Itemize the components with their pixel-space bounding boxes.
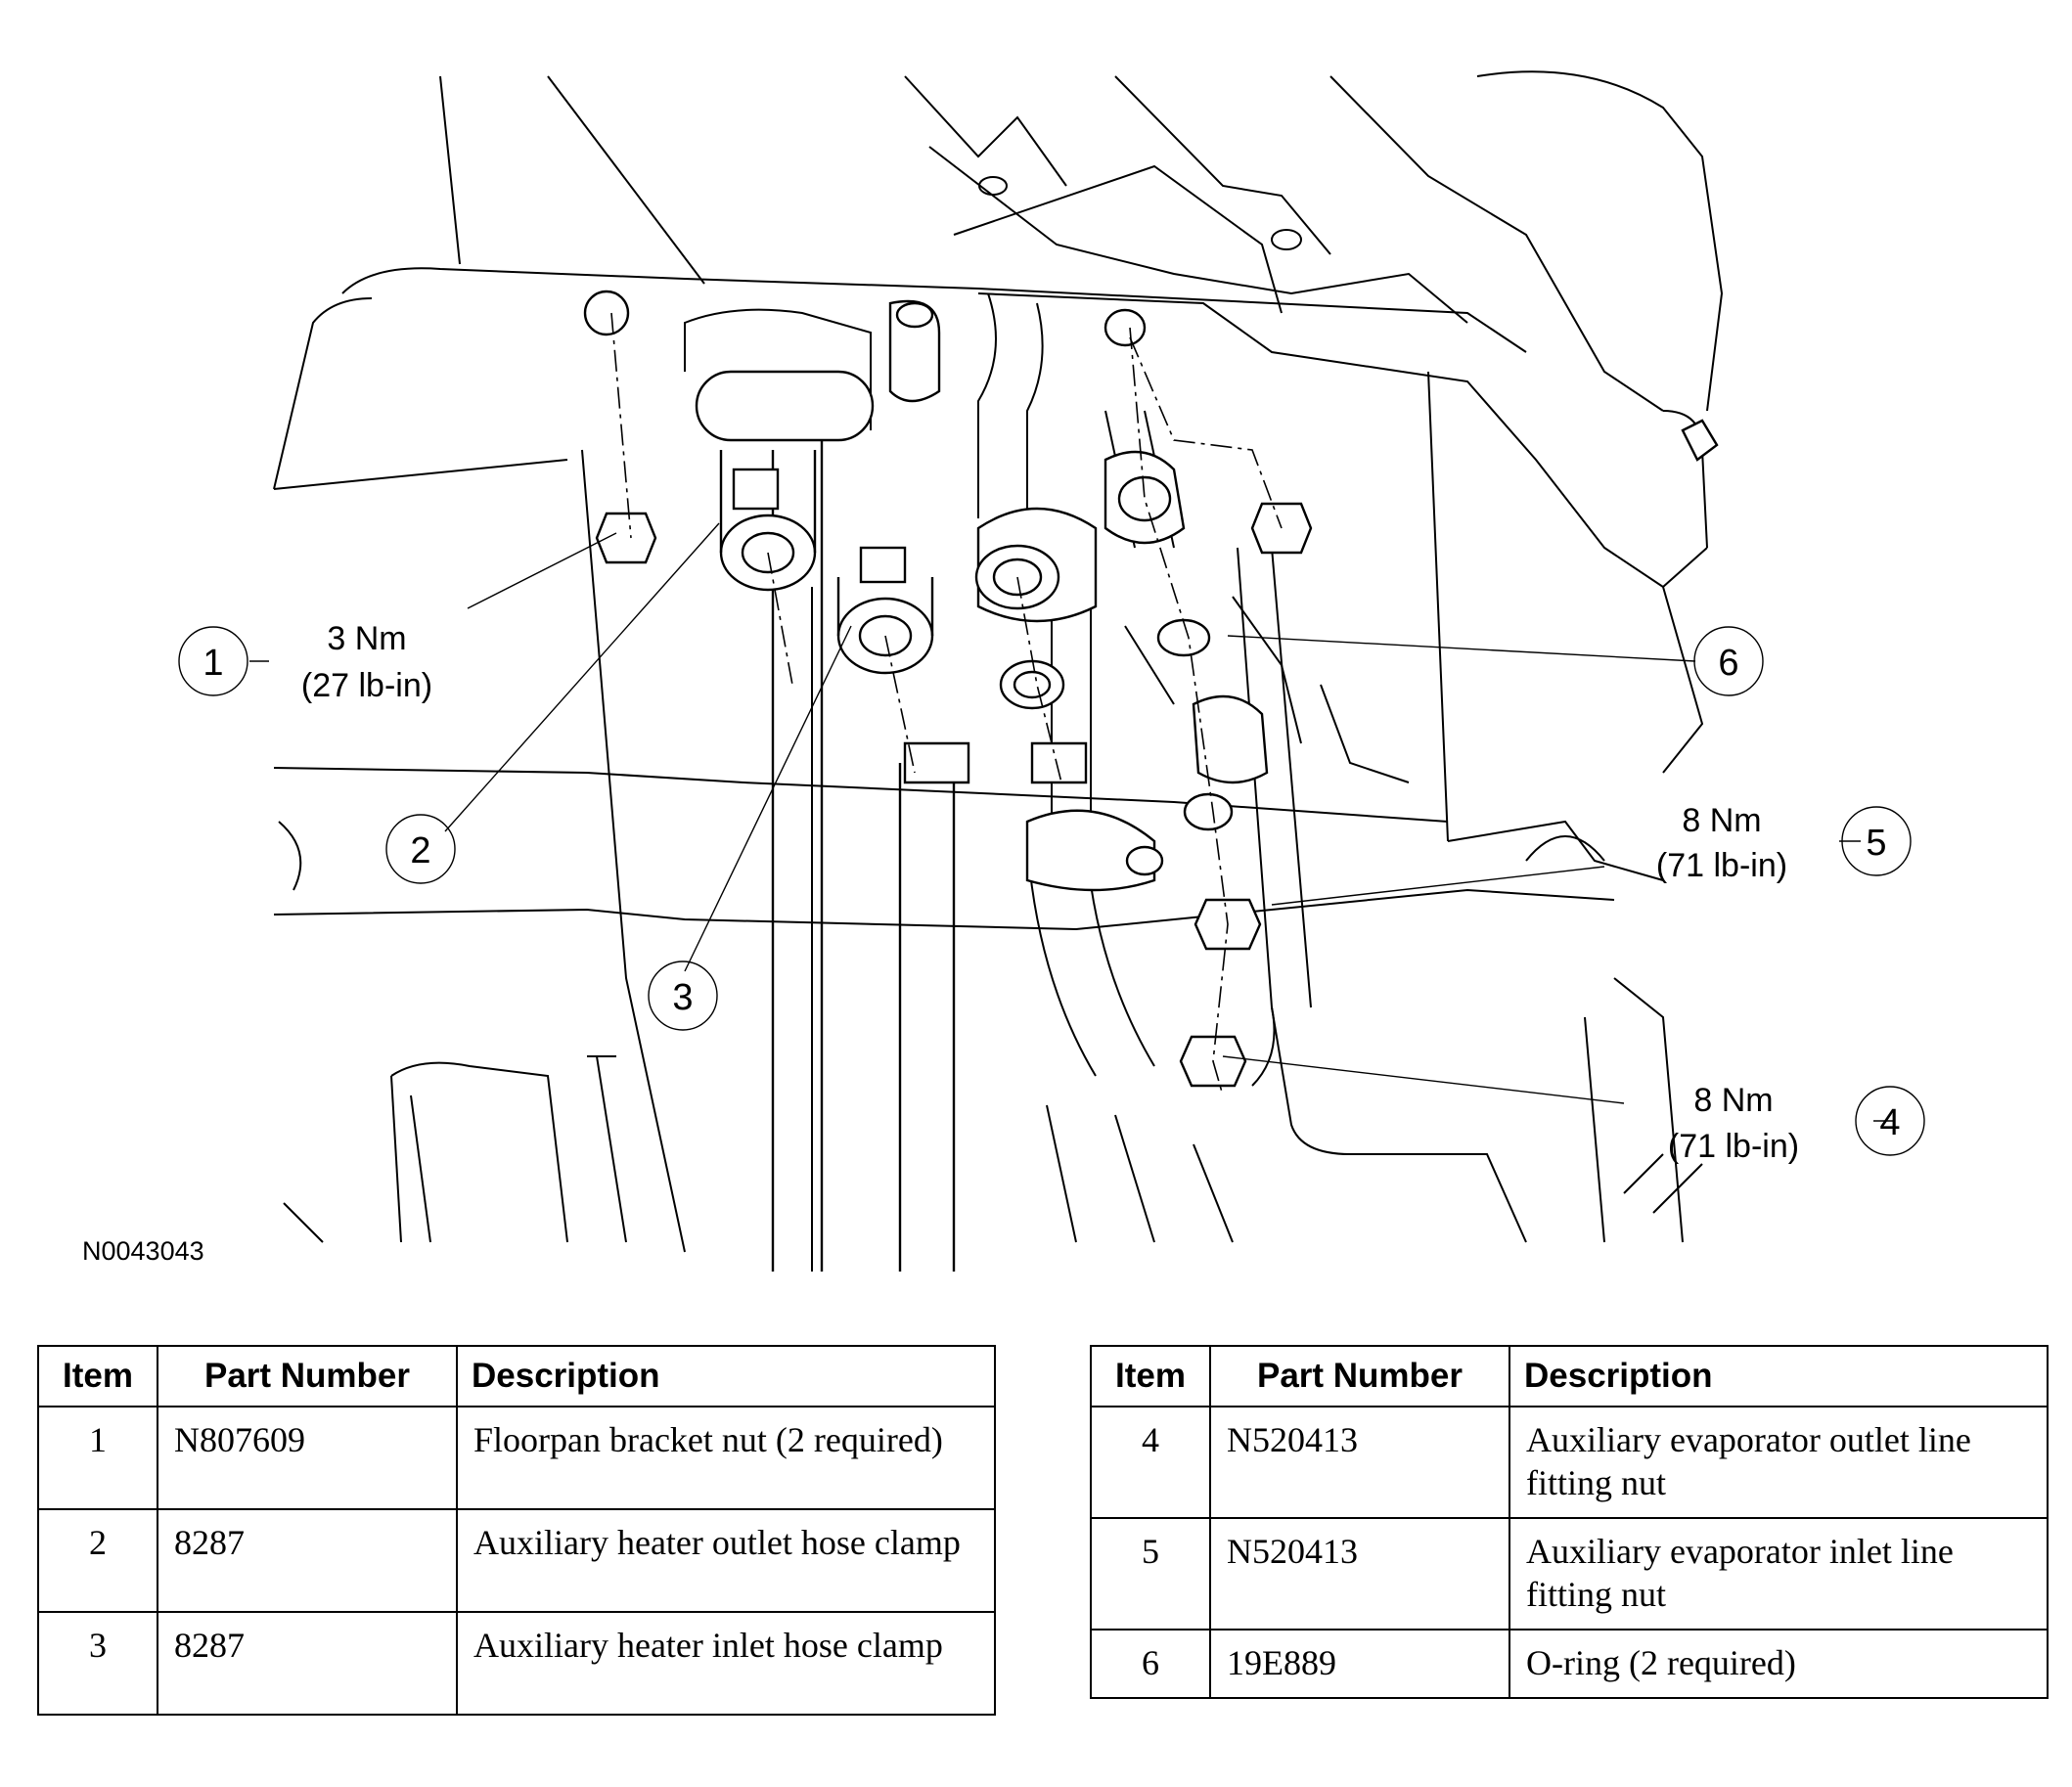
svg-text:8 Nm: 8 Nm: [1682, 802, 1761, 839]
table-row: 4 N520413 Auxiliary evaporator outlet li…: [1090, 1406, 2049, 1519]
torque-label-4: 8 Nm (71 lb-in): [1668, 1082, 1799, 1165]
header-item: Item: [37, 1345, 158, 1407]
cell-description: Auxiliary evaporator inlet line fitting …: [1509, 1516, 2049, 1631]
header-item: Item: [1090, 1345, 1211, 1407]
svg-text:5: 5: [1866, 823, 1886, 864]
svg-text:3 Nm: 3 Nm: [327, 620, 406, 657]
cell-description: Auxiliary heater outlet hose clamp: [456, 1508, 996, 1613]
table-header-row: Item Part Number Description: [1090, 1345, 2049, 1407]
assembly-centerlines: [610, 312, 1283, 1096]
leader-lines: [249, 522, 1895, 1122]
cell-part-number: N520413: [1209, 1516, 1510, 1631]
svg-text:8 Nm: 8 Nm: [1693, 1082, 1773, 1119]
callout-4: 4: [1855, 1086, 1925, 1156]
table-row: 5 N520413 Auxiliary evaporator inlet lin…: [1090, 1516, 2049, 1631]
cell-item: 3: [37, 1611, 158, 1716]
svg-text:2: 2: [410, 830, 430, 871]
svg-text:3: 3: [672, 977, 693, 1018]
svg-text:(27 lb-in): (27 lb-in): [301, 667, 432, 704]
svg-text:6: 6: [1718, 643, 1738, 684]
figure-id: N0043043: [82, 1236, 204, 1266]
table-row: 2 8287 Auxiliary heater outlet hose clam…: [37, 1508, 996, 1613]
cell-part-number: N520413: [1209, 1406, 1510, 1519]
cell-part-number: 19E889: [1209, 1628, 1510, 1699]
cell-description: Auxiliary evaporator outlet line fitting…: [1509, 1406, 2049, 1519]
parts-table-right: Item Part Number Description 4 N520413 A…: [1090, 1345, 2049, 1699]
header-description: Description: [456, 1345, 996, 1407]
cell-item: 5: [1090, 1516, 1211, 1631]
svg-text:(71 lb-in): (71 lb-in): [1656, 847, 1787, 884]
exploded-diagram: 1 3 Nm (27 lb-in) 2 3 6 5 8 Nm (71 lb-in…: [82, 70, 1925, 1272]
cell-part-number: 8287: [157, 1508, 458, 1613]
cell-part-number: N807609: [157, 1406, 458, 1510]
cell-description: Floorpan bracket nut (2 required): [456, 1406, 996, 1510]
parts-table-left: Item Part Number Description 1 N807609 F…: [37, 1345, 996, 1716]
callout-5: 5: [1841, 806, 1912, 876]
svg-text:1: 1: [203, 643, 223, 684]
components: [583, 290, 1719, 1088]
svg-text:4: 4: [1879, 1102, 1900, 1143]
table-row: 6 19E889 O-ring (2 required): [1090, 1628, 2049, 1699]
header-part-number: Part Number: [1209, 1345, 1510, 1407]
callout-6: 6: [1693, 626, 1764, 696]
cell-item: 1: [37, 1406, 158, 1510]
header-part-number: Part Number: [157, 1345, 458, 1407]
table-header-row: Item Part Number Description: [37, 1345, 996, 1407]
svg-text:(71 lb-in): (71 lb-in): [1668, 1128, 1799, 1165]
cell-item: 4: [1090, 1406, 1211, 1519]
callout-1: 1: [178, 626, 248, 696]
callout-3: 3: [648, 961, 718, 1031]
header-description: Description: [1509, 1345, 2049, 1407]
table-row: 3 8287 Auxiliary heater inlet hose clamp: [37, 1611, 996, 1716]
cell-description: Auxiliary heater inlet hose clamp: [456, 1611, 996, 1716]
table-row: 1 N807609 Floorpan bracket nut (2 requir…: [37, 1406, 996, 1510]
cell-item: 6: [1090, 1628, 1211, 1699]
vehicle-structure-lineart: [273, 70, 1724, 1253]
torque-label-1: 3 Nm (27 lb-in): [301, 620, 432, 704]
cell-description: O-ring (2 required): [1509, 1628, 2049, 1699]
torque-label-5: 8 Nm (71 lb-in): [1656, 802, 1787, 884]
callout-2: 2: [385, 814, 456, 884]
cell-part-number: 8287: [157, 1611, 458, 1716]
cell-item: 2: [37, 1508, 158, 1613]
